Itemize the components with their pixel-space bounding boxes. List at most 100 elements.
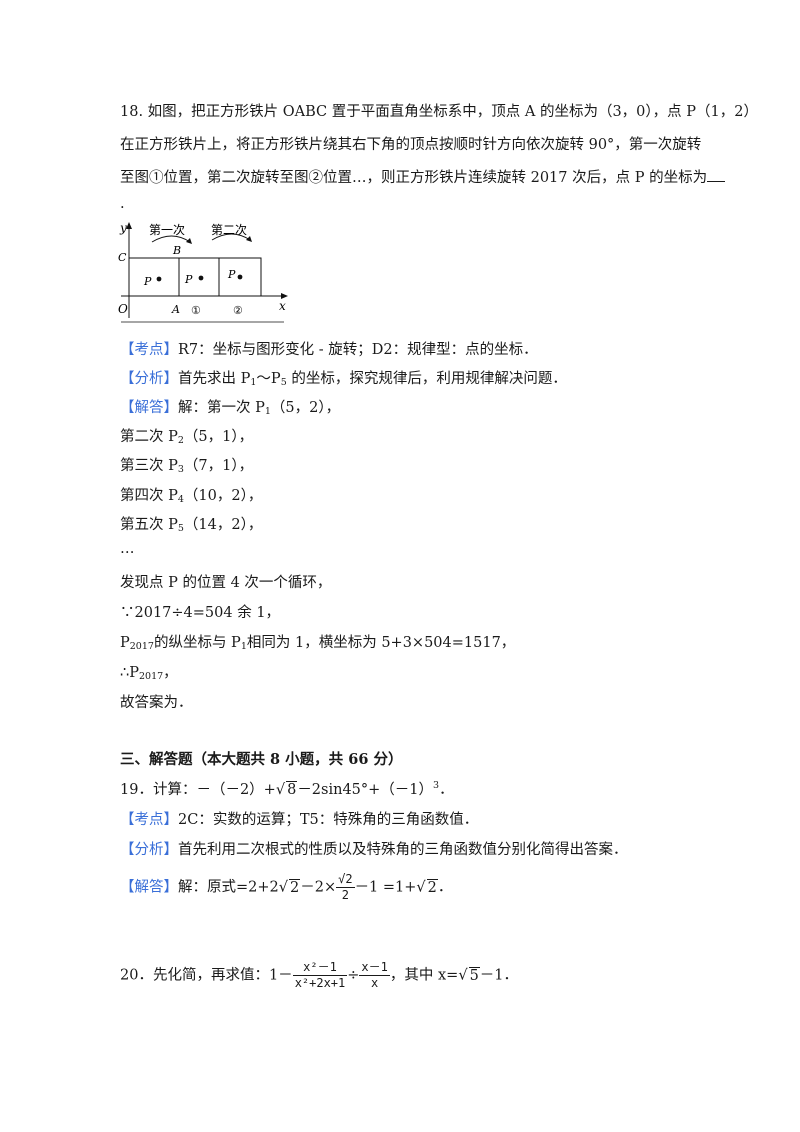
q19-fenxi-text: 首先利用二次根式的性质以及特殊角的三角函数值分别化简得出答案． — [178, 842, 628, 858]
rotation-figure: y x O A B C P P P 第一次 第二次 ① ② — [118, 221, 288, 323]
therefore-a: ∴P — [120, 665, 139, 681]
point-p-second — [237, 274, 243, 280]
q18-line-1: 18. 如图，把正方形铁片 OABC 置于平面直角坐标系中，顶点 A 的坐标为（… — [120, 104, 758, 120]
point-p-first — [198, 275, 204, 281]
y-axis-arrow — [126, 222, 132, 229]
fenxi-text-b: ～P — [256, 371, 281, 387]
arrow-second — [211, 233, 251, 241]
q19-j-c: －1 =1+ — [354, 879, 417, 896]
q19-kaodian-text: 2C：实数的运算；T5：特殊角的三角函数值． — [178, 812, 479, 828]
step3-sub: 3 — [177, 464, 184, 475]
q19-j-radicand-1: 2 — [289, 878, 301, 896]
step1-b: （5，2）， — [270, 400, 341, 416]
q18-line-3-text: 至图①位置，第二次旋转至图②位置…，则正方形铁片连续旋转 2017 次后，点 P… — [120, 170, 708, 186]
q19-exponent: 3 — [433, 780, 440, 791]
q18-step-5: 第五次 P5（14，2）， — [120, 513, 262, 534]
q18-jieda: 【解答】解：第一次 P1（5，2）， — [120, 396, 340, 417]
step5-a: 第五次 P — [120, 517, 178, 533]
q20-fraction-2-numerator: x－1 — [359, 960, 390, 976]
q20-b: ，其中 x= — [389, 967, 459, 984]
q19-fenxi: 【分析】首先利用二次根式的性质以及特殊角的三角函数值分别化简得出答案． — [120, 838, 628, 859]
label-position-2: ② — [233, 304, 243, 317]
label-first-rotation: 第一次 — [149, 223, 185, 237]
label-o: O — [118, 302, 128, 316]
p2017-c: 相同为 1，横坐标为 5+3×504=1517， — [246, 635, 516, 651]
label-x: x — [279, 299, 286, 313]
label-p-original: P — [143, 275, 152, 288]
step3-b: （7，1）， — [183, 458, 254, 474]
q19-question: 19．计算：－（－2）+√8－2sin45°+（－1）3． — [120, 780, 454, 798]
q19-kaodian-tag: 【考点】 — [120, 812, 178, 828]
q18-line-3: 至图①位置，第二次旋转至图②位置…，则正方形铁片连续旋转 2017 次后，点 P… — [120, 166, 726, 187]
q20-fraction-1-denominator: x²+2x+1 — [294, 976, 346, 990]
therefore-sub: 2017 — [138, 671, 164, 682]
q19-fraction-denominator: 2 — [341, 888, 349, 902]
fenxi-text-a: 首先求出 P — [178, 371, 251, 387]
step4-a: 第四次 P — [120, 488, 178, 504]
label-p-second: P — [227, 268, 236, 281]
q19-kaodian: 【考点】2C：实数的运算；T5：特殊角的三角函数值． — [120, 808, 478, 829]
q19-fraction-numerator: √2 — [336, 872, 355, 888]
square-2 — [218, 257, 262, 297]
p2017-a: P — [120, 635, 130, 651]
q19-a: 19．计算：－（－2）+ — [120, 782, 276, 798]
q19-fenxi-tag: 【分析】 — [120, 842, 178, 858]
kaodian-text: R7：坐标与图形变化 - 旋转；D2：规律型：点的坐标． — [178, 342, 538, 358]
section-heading: 三、解答题（本大题共 8 小题，共 66 分） — [120, 751, 403, 768]
p2017-sub: 2017 — [129, 641, 154, 652]
q18-therefore: ∴P2017， — [120, 661, 178, 682]
kaodian-tag: 【考点】 — [120, 342, 178, 358]
fenxi-text-c: 的坐标，探究规律后，利用规律解决问题． — [286, 371, 567, 387]
q18-cycle: 发现点 P 的位置 4 次一个循环， — [120, 575, 332, 591]
q20-c: －1． — [479, 967, 519, 984]
step2-b: （5，1）， — [183, 429, 254, 445]
step3-a: 第三次 P — [120, 458, 178, 474]
q18-step-4: 第四次 P4（10，2）， — [120, 484, 262, 505]
x-axis-arrow — [281, 293, 288, 299]
point-p-original — [156, 276, 162, 282]
step1-a: 解：第一次 P — [178, 400, 265, 416]
step2-sub: 2 — [177, 435, 184, 446]
q18-p2017: P2017的纵坐标与 P1相同为 1，横坐标为 5+3×504=1517， — [120, 631, 515, 652]
q19-j-radicand-2: 2 — [426, 878, 438, 896]
fenxi-sub-2: 5 — [280, 377, 287, 388]
q19-b: －2sin45°+（－1） — [297, 782, 434, 798]
q20-radicand-5: 5 — [468, 966, 480, 984]
q18-fenxi: 【分析】首先求出 P1～P5 的坐标，探究规律后，利用规律解决问题． — [120, 367, 567, 388]
q18-dots: … — [120, 541, 135, 557]
label-second-rotation: 第二次 — [211, 223, 247, 237]
p2017-b: 的纵坐标与 P — [153, 635, 241, 651]
q20-fraction-2-denominator: x — [371, 976, 379, 990]
label-p-first: P — [184, 273, 193, 286]
q19-jieda-tag: 【解答】 — [120, 879, 178, 896]
therefore-b: ， — [163, 665, 178, 681]
q19-radicand-8: 8 — [286, 781, 298, 798]
q18-answer: 故答案为． — [120, 695, 193, 711]
q18-line-4: . — [120, 196, 125, 212]
answer-blank — [707, 169, 726, 182]
q18-step-3: 第三次 P3（7，1）， — [120, 454, 253, 475]
q19-j-d: ． — [437, 879, 453, 896]
label-c: C — [118, 251, 127, 264]
q18-because: ∵2017÷4=504 余 1， — [120, 605, 281, 621]
jieda-tag: 【解答】 — [120, 400, 178, 416]
step5-sub: 5 — [177, 523, 184, 534]
arrow-first — [151, 235, 191, 243]
q18-line-2: 在正方形铁片上，将正方形铁片绕其右下角的顶点按顺时针方向依次旋转 90°，第一次… — [120, 137, 702, 153]
q20-divide: ÷ — [347, 967, 360, 984]
q19-j-a: 解：原式=2+2 — [178, 879, 279, 896]
q18-kaodian: 【考点】R7：坐标与图形变化 - 旋转；D2：规律型：点的坐标． — [120, 338, 538, 359]
p2017-sub-2: 1 — [240, 641, 247, 652]
label-position-1: ① — [191, 304, 201, 317]
fenxi-sub-1: 1 — [250, 377, 257, 388]
square-oabc — [128, 257, 180, 297]
step1-sub: 1 — [264, 406, 271, 417]
label-a: A — [171, 303, 180, 316]
q20-a: 20．先化简，再求值：1－ — [120, 967, 293, 984]
step5-b: （14，2）， — [183, 517, 263, 533]
q20-fraction-1-numerator: x²－1 — [292, 960, 348, 976]
